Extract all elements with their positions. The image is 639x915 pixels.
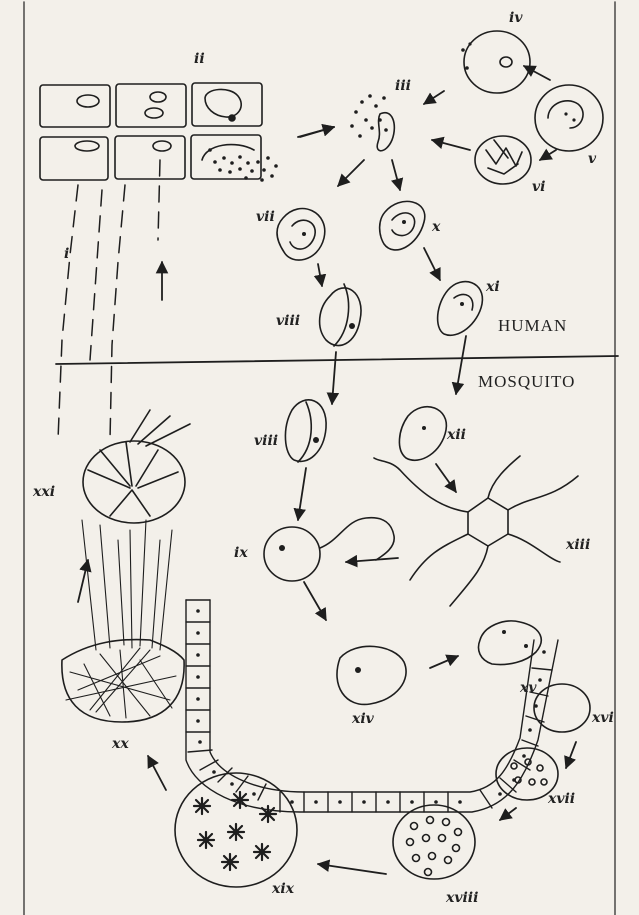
stage-iii-merozoites — [350, 94, 394, 151]
sporozoite-trails — [58, 160, 160, 440]
label-iii: iii — [395, 79, 411, 93]
cycle-arrows — [78, 66, 576, 874]
label-iv: iv — [509, 11, 522, 25]
stage-ix-gamete — [264, 518, 394, 581]
label-viii-mosquito: viii — [254, 434, 278, 448]
stage-xviii-oocyst — [393, 805, 475, 879]
label-xi: xi — [486, 280, 500, 294]
stage-xvi-oocyst — [534, 684, 590, 732]
stage-viii-mosquito — [285, 400, 326, 462]
label-xx: xx — [112, 737, 129, 751]
stage-vii-gametocyte — [277, 209, 325, 261]
stage-x-gametocyte — [380, 201, 425, 250]
page-border — [24, 2, 615, 915]
stage-v-cell — [535, 85, 603, 151]
stage-xi-gametocyte — [438, 282, 483, 336]
label-ix: ix — [234, 546, 248, 560]
label-vii: vii — [256, 210, 275, 224]
label-xvi: xvi — [592, 711, 614, 725]
stage-vi-cell — [475, 136, 531, 184]
stage-xii-gametocyte — [399, 407, 446, 461]
label-i: i — [64, 247, 69, 261]
label-xxi: xxi — [33, 485, 55, 499]
label-xvii: xvii — [548, 792, 575, 806]
stage-viii-human — [320, 284, 361, 346]
merozoite-dots — [208, 148, 278, 182]
stage-xiii-exflagellation — [374, 456, 578, 606]
label-xii: xii — [447, 428, 466, 442]
stage-iv-cell — [461, 31, 530, 93]
label-vi: vi — [532, 180, 545, 194]
label-xiii: xiii — [566, 538, 590, 552]
human-mosquito-divider — [56, 356, 618, 364]
stage-xxi-salivary — [83, 410, 190, 523]
stage-xx-oocyst-burst — [62, 520, 184, 722]
label-xviii: xviii — [446, 891, 478, 905]
label-xv: xv — [520, 681, 536, 695]
label-ii: ii — [194, 52, 205, 66]
liver-cells — [40, 83, 262, 180]
label-xiv: xiv — [352, 712, 374, 726]
label-v: v — [588, 152, 596, 166]
human-label: HUMAN — [498, 316, 567, 336]
stage-xiv-zygote — [337, 646, 406, 704]
mosquito-label: MOSQUITO — [478, 372, 575, 392]
label-xix: xix — [272, 882, 294, 896]
label-viii-human: viii — [276, 314, 300, 328]
label-x: x — [432, 220, 440, 234]
